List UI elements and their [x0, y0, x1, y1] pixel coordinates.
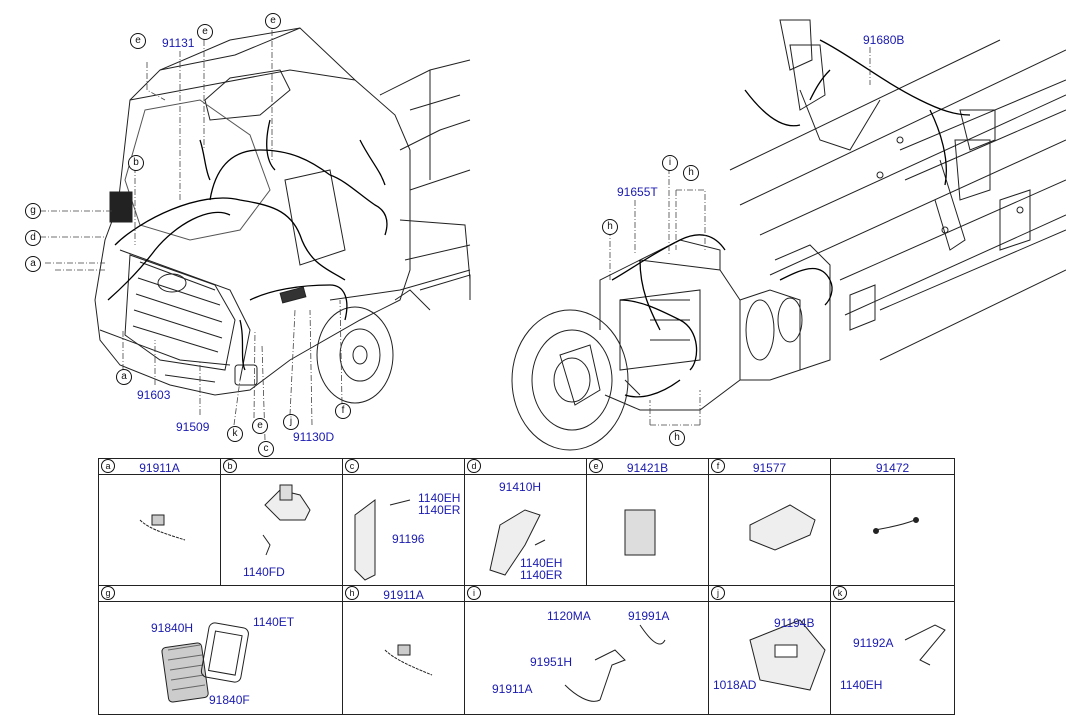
- cell-letter: k: [833, 586, 847, 600]
- cell-part-number: 91911A: [139, 461, 180, 475]
- callout-b: b: [128, 155, 144, 171]
- cell-letter: e: [589, 459, 603, 473]
- cell-letter: i: [467, 586, 481, 600]
- label-1140eh: 1140EH: [418, 491, 461, 505]
- cell-part-number: 91911A: [383, 588, 424, 602]
- cell-letter: j: [711, 586, 725, 600]
- label-1140er: 1140ER: [418, 503, 461, 517]
- table-cell-91472: 91472: [830, 458, 955, 586]
- transmission-drawing: [511, 239, 831, 451]
- transmission-harness: [611, 234, 833, 398]
- cell-part-number: 91472: [875, 461, 910, 475]
- callout-j: j: [283, 414, 299, 430]
- cell-part-number: 91421B: [626, 461, 669, 475]
- table-cell-f: f 91577: [708, 458, 831, 586]
- part-number-91130d: 91130D: [293, 430, 335, 444]
- part-number-91655t: 91655T: [617, 185, 658, 199]
- label-91991a: 91991A: [628, 609, 670, 623]
- callout-g: g: [25, 203, 41, 219]
- callout-i: i: [662, 155, 678, 171]
- label-91410h: 91410H: [499, 480, 542, 494]
- label-91194b: 91194B: [774, 616, 815, 630]
- frame-drawing: [729, 19, 1066, 361]
- part-number-91680b: 91680B: [863, 33, 905, 47]
- label-1140er: 1140ER: [520, 568, 563, 582]
- cell-letter: g: [101, 586, 115, 600]
- callout-f: f: [335, 403, 351, 419]
- label-1140et: 1140ET: [253, 615, 295, 629]
- callout-h: h: [683, 165, 699, 181]
- label-91196: 91196: [392, 532, 425, 546]
- table-cell-k: k: [830, 585, 955, 715]
- truck-cab-drawing: [94, 27, 471, 404]
- callout-a: a: [116, 369, 132, 385]
- callout-h: h: [602, 219, 618, 235]
- callout-k: k: [227, 426, 243, 442]
- label-1120ma: 1120MA: [547, 609, 591, 623]
- table-cell-j: j: [708, 585, 831, 715]
- label-91951h: 91951H: [530, 655, 573, 669]
- part-number-91509: 91509: [176, 420, 210, 434]
- label-91911a: 91911A: [492, 682, 533, 696]
- callout-a: a: [25, 256, 41, 272]
- callout-e: e: [197, 24, 213, 40]
- callout-h: h: [669, 430, 685, 446]
- part-number-91603: 91603: [137, 388, 171, 402]
- label-91840h: 91840H: [151, 621, 194, 635]
- label-1018ad: 1018AD: [713, 678, 757, 692]
- cell-letter: a: [101, 459, 115, 473]
- label-1140fd: 1140FD: [243, 565, 285, 579]
- label-91192a: 91192A: [853, 636, 894, 650]
- callout-c: c: [258, 441, 274, 457]
- callout-e: e: [252, 418, 268, 434]
- cell-letter: b: [223, 459, 237, 473]
- label-91840f: 91840F: [209, 693, 250, 707]
- parts-table-drawings: [139, 484, 946, 703]
- table-cell-e: e 91421B: [586, 458, 709, 586]
- cell-letter: d: [467, 459, 481, 473]
- cell-letter: f: [711, 459, 725, 473]
- cell-part-number: 91577: [752, 461, 787, 475]
- part-number-91131: 91131: [162, 36, 195, 50]
- cell-letter: c: [345, 459, 359, 473]
- callout-e: e: [265, 13, 281, 29]
- table-cell-a: a 91911A: [98, 458, 221, 586]
- frame-harness: [744, 39, 971, 186]
- callout-d: d: [25, 230, 41, 246]
- label-1140eh: 1140EH: [840, 678, 883, 692]
- table-cell-c: c: [342, 458, 465, 586]
- label-1140eh: 1140EH: [520, 556, 563, 570]
- callout-e: e: [130, 33, 146, 49]
- cab-harness: [107, 119, 388, 371]
- cell-letter: h: [345, 586, 359, 600]
- table-cell-h: h 91911A: [342, 585, 465, 715]
